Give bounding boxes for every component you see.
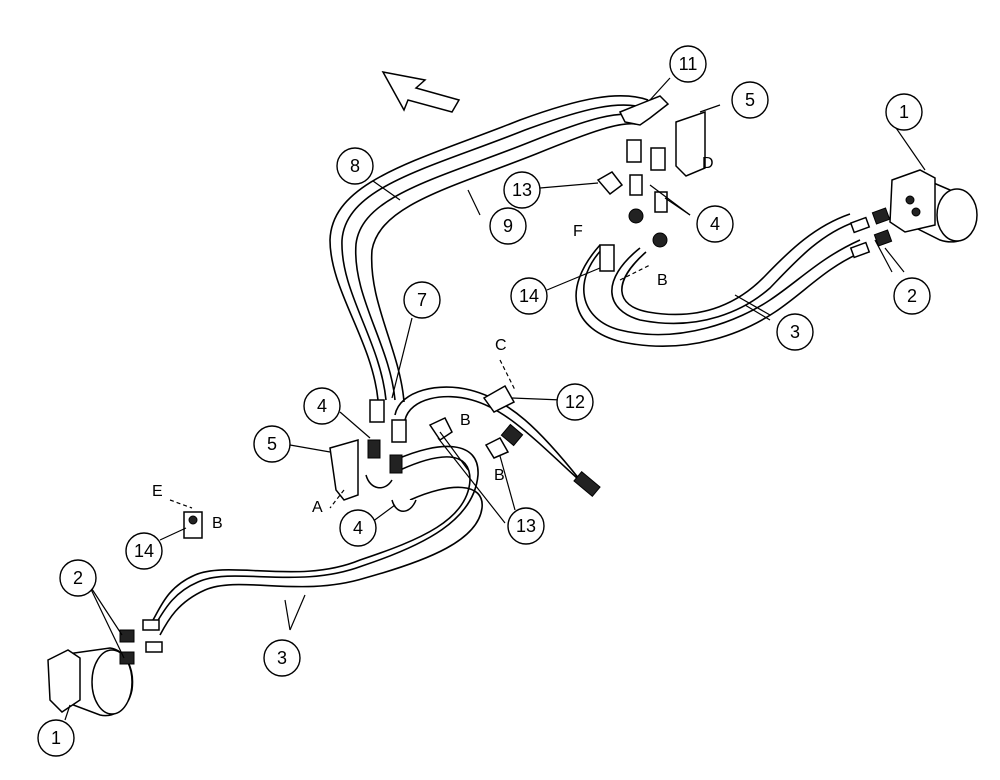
hose-3-left [149,445,483,636]
callout-5-mid: 5 [253,425,291,463]
letter-b-right: B [657,272,668,289]
svg-text:9: 9 [503,216,513,236]
clamp-13-low [428,417,510,459]
callout-13-low: 13 [507,507,545,545]
section-marks [169,264,651,509]
svg-text:4: 4 [353,518,363,538]
letter-c: C [495,337,507,354]
svg-text:13: 13 [516,516,536,536]
callout-11: 11 [669,45,707,83]
callout-4-low: 4 [339,509,377,547]
letter-b-clamp: B [494,467,505,484]
callout-4-top: 4 [696,205,734,243]
svg-text:7: 7 [417,290,427,310]
callout-9: 9 [489,207,527,245]
direction-arrow-icon [381,70,461,113]
fitting-4-top [628,174,668,248]
letter-e: E [152,483,163,500]
fitting-4-lower [365,399,417,512]
bracket-5-mid [329,439,359,501]
svg-text:4: 4 [710,214,720,234]
callout-13-top: 13 [503,171,541,209]
callout-1-right: 1 [885,93,923,131]
letter-b-mid: B [460,412,471,429]
hose-7 [394,386,591,491]
clamp-12 [482,384,516,413]
bracket-5-top [675,110,706,177]
callout-4-mid: 4 [303,387,341,425]
letter-d: D [702,155,714,172]
callout-8: 8 [336,147,374,185]
letter-f: F [573,223,583,240]
svg-text:8: 8 [350,156,360,176]
callout-2-right: 2 [893,277,931,315]
svg-text:2: 2 [907,286,917,306]
callout-3-left: 3 [263,639,301,677]
svg-text:4: 4 [317,396,327,416]
bracket-11 [618,95,670,171]
fitting-2-right [849,207,893,259]
svg-text:1: 1 [899,102,909,122]
svg-text:13: 13 [512,180,532,200]
svg-text:5: 5 [745,90,755,110]
letter-a: A [312,499,323,516]
motor-1-right [889,169,978,243]
svg-text:12: 12 [565,392,585,412]
clamp-14-low [183,511,203,539]
svg-text:14: 14 [519,286,539,306]
fitting-hose-7-end [500,423,601,498]
svg-text:3: 3 [277,648,287,668]
svg-text:14: 14 [134,541,154,561]
callout-14-top: 14 [510,277,548,315]
callout-14-low: 14 [125,532,163,570]
motor-1-left [47,647,134,717]
callout-5-top: 5 [731,81,769,119]
letter-b-left: B [212,515,223,532]
callout-2-left: 2 [59,559,97,597]
fitting-2-left [119,619,163,665]
callout-12: 12 [556,383,594,421]
callout-7: 7 [403,281,441,319]
leader-lines [64,77,926,721]
callout-3-right: 3 [776,313,814,351]
svg-text:1: 1 [51,728,61,748]
svg-text:11: 11 [679,54,698,74]
svg-text:3: 3 [790,322,800,342]
clamp-13-top [596,171,624,196]
callout-1-left: 1 [37,719,75,757]
svg-text:5: 5 [267,434,277,454]
hose-3-right [575,213,863,347]
clamp-14-top [599,244,615,272]
svg-text:2: 2 [73,568,83,588]
